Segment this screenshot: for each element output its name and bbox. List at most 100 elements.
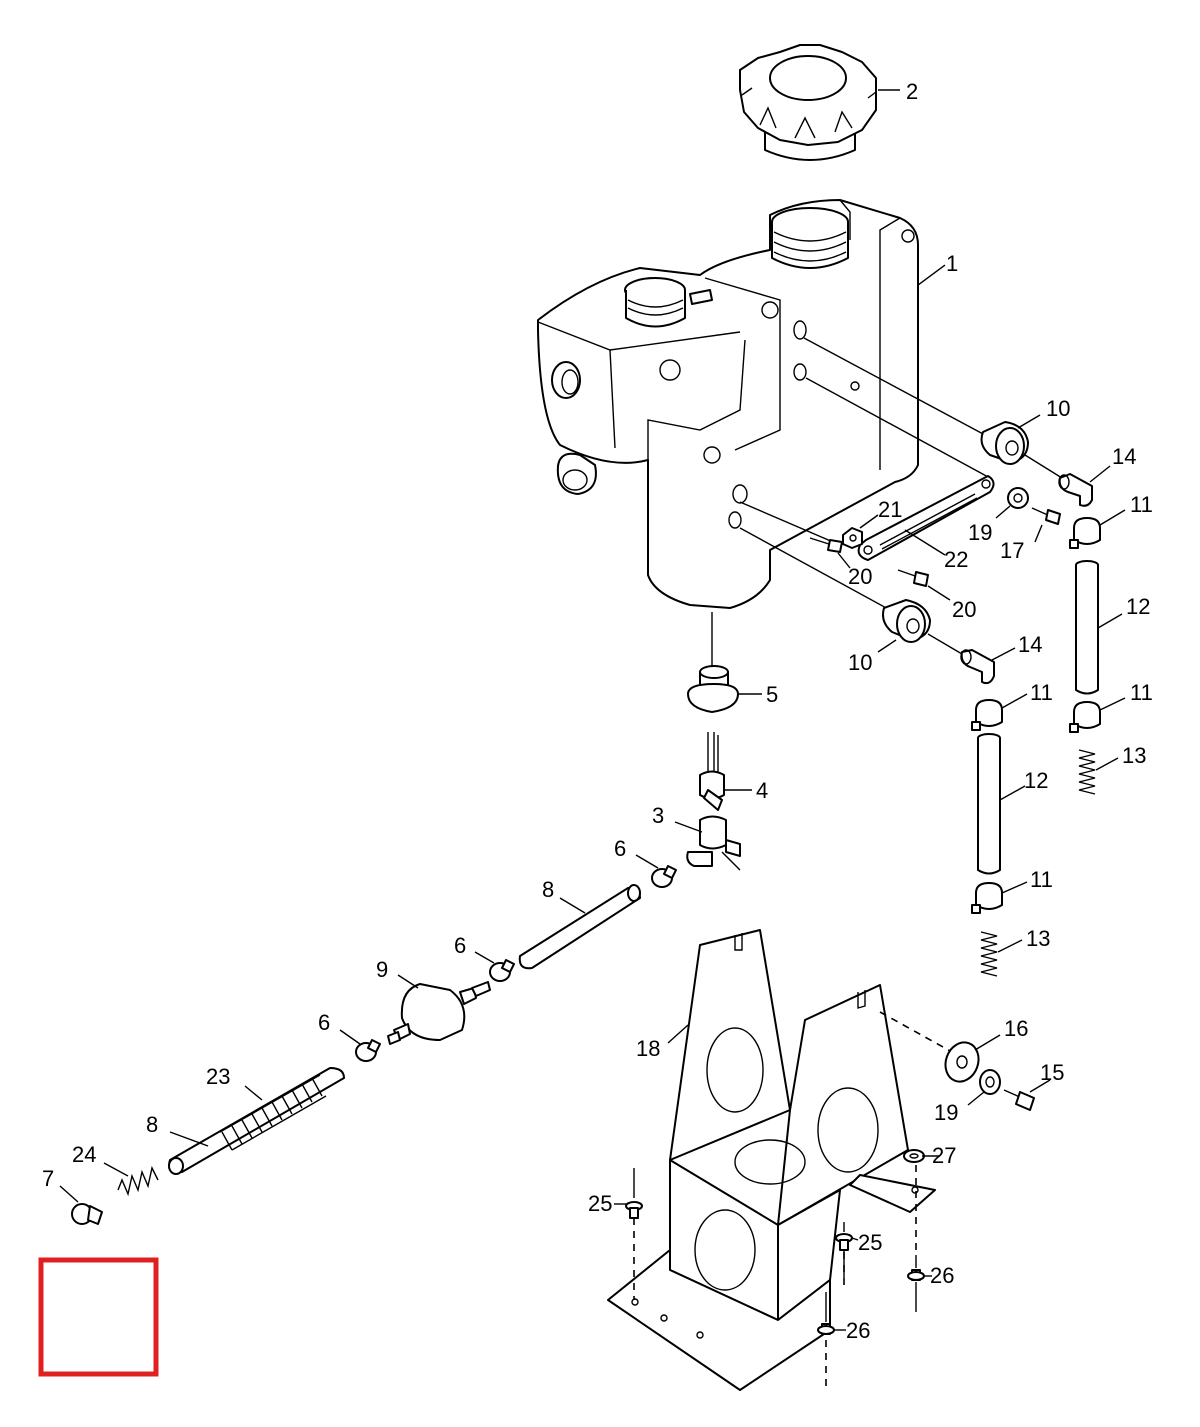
leader-16 — [974, 1034, 1001, 1051]
part-6-clamp-b — [489, 959, 515, 982]
part-8-hose-a — [518, 884, 641, 970]
leader-8b — [169, 1131, 209, 1147]
part-5-grommet — [687, 665, 739, 713]
leader-19b — [967, 1091, 985, 1106]
callout-20: 20 — [952, 597, 976, 622]
part-10-bushing-upper — [980, 421, 1029, 465]
callout-19: 19 — [968, 520, 992, 545]
callout-12: 12 — [1024, 768, 1048, 793]
part-25-rivet-a — [625, 1168, 643, 1219]
callout-20: 20 — [848, 564, 872, 589]
part-11-clamp-b2 — [971, 882, 1003, 914]
leader-13b — [997, 939, 1023, 953]
part-27-washer — [903, 1149, 925, 1163]
part-4-level-sensor — [699, 732, 725, 811]
part-14-elbow-lower — [960, 649, 995, 685]
callout-2: 2 — [906, 79, 918, 104]
leader-3 — [674, 821, 703, 833]
leader-6b — [474, 951, 495, 964]
part-13-spring-a — [1078, 749, 1096, 795]
callout-6: 6 — [614, 836, 626, 861]
callout-1: 1 — [946, 251, 958, 276]
callout-27: 27 — [932, 1143, 956, 1168]
leader-17 — [1034, 524, 1043, 543]
callout-14: 14 — [1018, 632, 1042, 657]
callout-26: 26 — [930, 1263, 954, 1288]
part-13-spring-b — [980, 931, 998, 977]
leader-14a — [1089, 465, 1111, 483]
part-14-elbow-upper — [1058, 473, 1093, 507]
part-6-clamp-c — [355, 1039, 381, 1062]
callout-5: 5 — [766, 682, 778, 707]
mount-line-upper-a — [803, 337, 986, 436]
leader-1 — [917, 264, 946, 286]
leader-11b — [1001, 693, 1028, 709]
callout-24: 24 — [72, 1142, 96, 1167]
part-11-clamp-a2 — [1069, 701, 1101, 733]
leader-10b — [877, 639, 897, 653]
part-8-hose-b — [168, 1067, 345, 1175]
part-24-spring — [117, 1165, 159, 1197]
part-23-spiral-guard — [219, 1074, 327, 1151]
callout-11: 11 — [1130, 492, 1153, 517]
part-2-filler-cap — [739, 44, 877, 161]
leader-22 — [904, 529, 946, 556]
part-9-inline-filter — [387, 981, 491, 1045]
leader-25b — [851, 1237, 859, 1241]
callout-23: 23 — [206, 1064, 230, 1089]
callout-14: 14 — [1112, 444, 1136, 469]
leader-9 — [397, 974, 419, 989]
callout-11: 11 — [1030, 867, 1053, 892]
callout-26: 26 — [846, 1318, 870, 1343]
callout-8: 8 — [146, 1112, 158, 1137]
leader-6c — [339, 1029, 361, 1045]
part-19-washer-upper — [1007, 487, 1029, 509]
leader-21 — [859, 514, 879, 529]
callout-19: 19 — [934, 1100, 958, 1125]
leader-11d — [1001, 881, 1028, 894]
callout-13: 13 — [1026, 926, 1050, 951]
part-17-bolt — [1031, 507, 1061, 525]
part-10-bushing-lower — [882, 599, 931, 643]
part-19-washer-lower — [979, 1069, 1001, 1095]
mount-line-lower-b — [739, 527, 891, 611]
part-20-screw-a — [809, 537, 843, 553]
callout-12: 12 — [1126, 594, 1150, 619]
part-21-nut — [842, 527, 863, 549]
callout-4: 4 — [756, 778, 768, 803]
leader-11c — [1099, 697, 1126, 711]
leader-11a — [1099, 509, 1126, 526]
part-11-clamp-a1 — [1069, 517, 1101, 549]
part-6-clamp-a — [651, 865, 677, 888]
callout-22: 22 — [944, 547, 968, 572]
highlight-box — [38, 1257, 159, 1377]
part-12-hose-b — [977, 733, 1001, 875]
leader-19a — [995, 505, 1011, 519]
callout-10: 10 — [1046, 396, 1070, 421]
leader-23 — [244, 1085, 263, 1101]
mount-line-14b — [927, 633, 963, 655]
callout-16: 16 — [1004, 1016, 1028, 1041]
leader-14b — [991, 647, 1016, 661]
leader-13a — [1095, 757, 1119, 771]
callout-25: 25 — [858, 1230, 882, 1255]
callout-3: 3 — [652, 803, 664, 828]
leader-20a — [837, 552, 851, 569]
callout-6: 6 — [454, 933, 466, 958]
callout-15: 15 — [1040, 1060, 1064, 1085]
part-25-rivet-b — [835, 1222, 853, 1278]
dashed-line-16 — [879, 1011, 953, 1053]
part-1-tank — [537, 199, 919, 609]
leader-7 — [59, 1185, 79, 1203]
callout-21: 21 — [878, 497, 902, 522]
callout-13: 13 — [1122, 743, 1146, 768]
callout-17: 17 — [1000, 538, 1024, 563]
leader-20b — [927, 585, 951, 601]
part-16-washer — [944, 1041, 980, 1083]
leader-10a — [1017, 414, 1041, 429]
mount-line-upper-b — [805, 377, 991, 479]
leader-15 — [1029, 1079, 1051, 1093]
callout-25: 25 — [588, 1191, 612, 1216]
leader-12a — [1097, 613, 1123, 629]
